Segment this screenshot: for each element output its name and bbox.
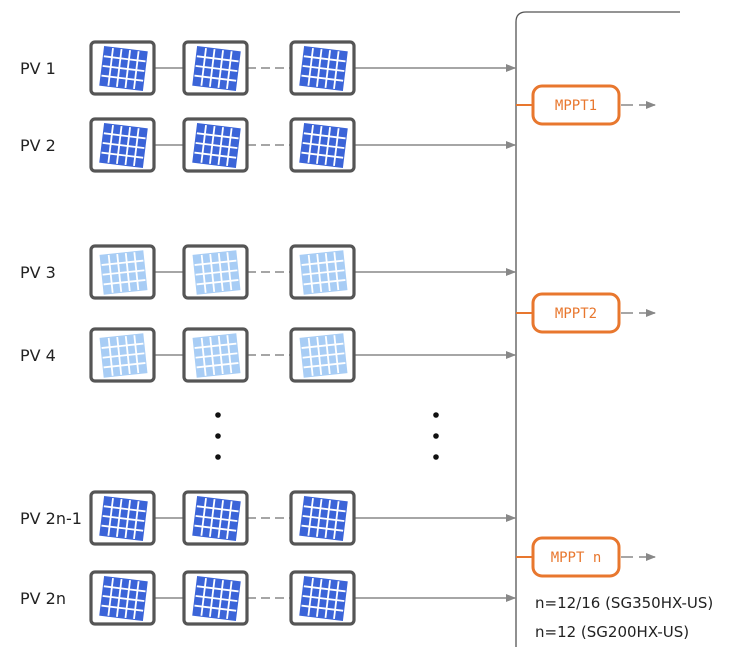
ellipsis-left [215,412,221,460]
pv-module [182,327,249,383]
pv-string-row: PV 4 [20,327,516,383]
pv-string-label: PV 2n-1 [20,509,82,528]
note-line-2: n=12 (SG200HX-US) [535,623,689,641]
ellipsis-right [433,412,439,460]
pv-module [89,570,156,626]
pv-string-row: PV 2n [20,570,516,626]
pv-module [89,117,156,173]
pv-module [289,327,356,383]
pv-module [289,490,356,546]
note-line-1: n=12/16 (SG350HX-US) [535,594,713,612]
pv-module [182,244,249,300]
mppt-block: MPPT1 [516,84,656,126]
pv-string-row: PV 2 [20,117,516,173]
mppt-block: MPPT n [516,536,656,578]
pv-module [89,244,156,300]
pv-string-row: PV 2n-1 [20,490,516,546]
mppt-box [531,536,621,578]
mppt-label: MPPT n [551,550,602,566]
pv-module [289,40,356,96]
pv-string-label: PV 1 [20,59,56,78]
pv-string-row: PV 3 [20,244,516,300]
pv-string-label: PV 2n [20,589,66,608]
mppt-box [531,84,621,126]
inverter-boundary [515,11,680,647]
pv-module [182,40,249,96]
mppt-label: MPPT2 [555,306,597,322]
pv-module [89,490,156,546]
pv-string-row: PV 1 [20,40,516,96]
pv-module [289,570,356,626]
pv-string-label: PV 2 [20,136,56,155]
pv-module [289,244,356,300]
pv-module [289,117,356,173]
pv-module [89,40,156,96]
pv-module [182,570,249,626]
pv-module [182,490,249,546]
mppt-block: MPPT2 [516,292,656,334]
pv-module [89,327,156,383]
pv-module [182,117,249,173]
pv-string-label: PV 3 [20,263,56,282]
mppt-box [531,292,621,334]
mppt-label: MPPT1 [555,98,597,114]
pv-string-label: PV 4 [20,346,56,365]
